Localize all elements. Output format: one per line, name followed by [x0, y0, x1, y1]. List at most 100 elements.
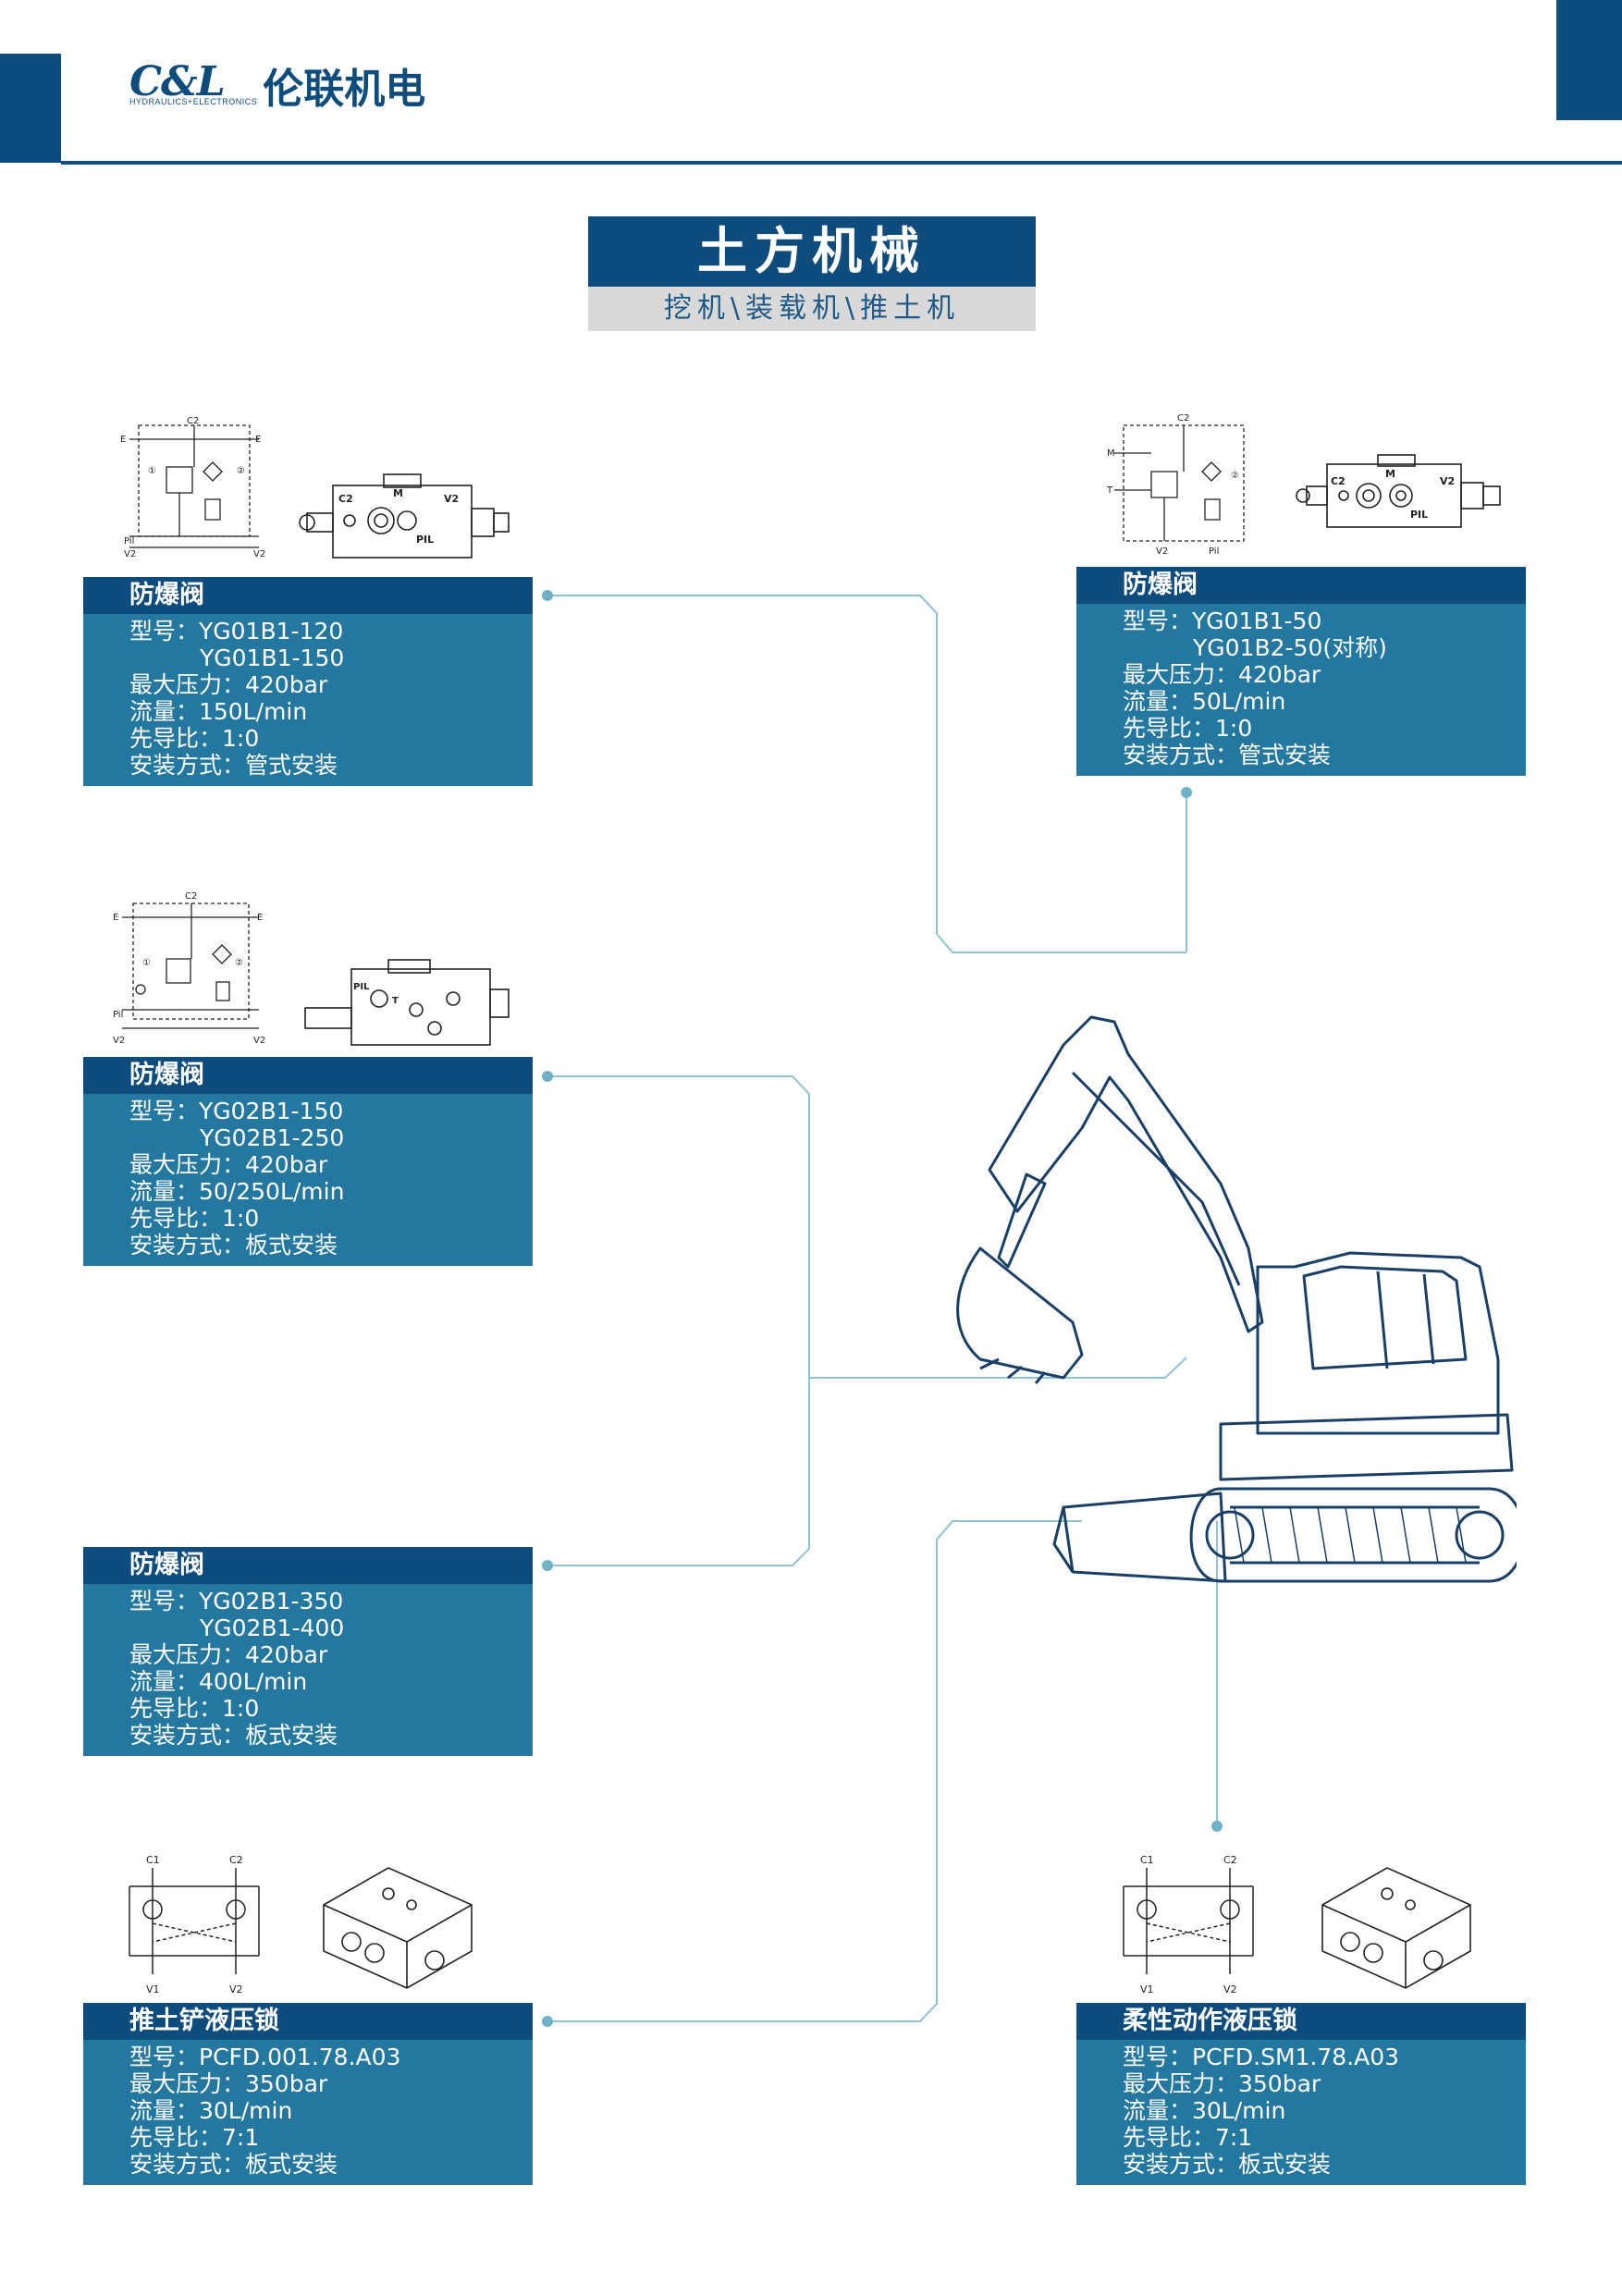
schem6-label-c1: C1 [1140, 1854, 1154, 1866]
page-title: 土方机械 [588, 216, 1036, 287]
schem5-label-c2: C2 [229, 1854, 243, 1866]
header-right-bar [1556, 0, 1622, 120]
connector-line-1 [547, 595, 1186, 953]
header-left-bar [0, 54, 61, 163]
spec-mounting: 安装方式：板式安装 [129, 1232, 338, 1259]
schem3-label-v2: V2 [113, 1036, 125, 1046]
spec-pilot-ratio: 先导比：1:0 [129, 1695, 260, 1722]
schem3-label-e: E [113, 913, 118, 923]
schem2-label-t: T [1106, 485, 1113, 496]
spec-pilot-ratio: 先导比：1:0 [129, 1205, 260, 1232]
schem6-label-v1: V1 [1140, 1983, 1154, 1995]
spec-model-alt: YG02B1-250 [200, 1124, 345, 1151]
card-title: 柔性动作液压锁 [1076, 2003, 1526, 2040]
logo-subtitle: HYDRAULICS+ELECTRONICS [129, 97, 258, 106]
hydraulic-schematic-6: C1 C2 V1 V2 [1114, 1854, 1272, 2002]
spec-model: 型号：PCFD.SM1.78.A03 [1123, 2044, 1400, 2070]
spec-flow: 流量：400L/min [129, 1668, 308, 1695]
label-circle1: ① [148, 466, 156, 476]
spec-pressure: 最大压力：420bar [129, 671, 328, 698]
product-card-2: 防爆阀 型号：YG01B1-50 YG01B2-50(对称) 最大压力：420b… [1076, 567, 1526, 776]
spec-model-alt: YG02B1-400 [200, 1615, 345, 1641]
label-c2: C2 [187, 416, 199, 426]
product-card-6: 柔性动作液压锁 型号：PCFD.SM1.78.A03 最大压力：350bar 流… [1076, 2003, 1526, 2185]
valve1-label-c2: C2 [338, 493, 353, 505]
schem3-label-v2-right: V2 [253, 1036, 265, 1046]
card-title: 防爆阀 [1076, 567, 1526, 604]
card-title: 防爆阀 [83, 1057, 533, 1094]
product-card-3: 防爆阀 型号：YG02B1-150 YG02B1-250 最大压力：420bar… [83, 1057, 533, 1266]
valve2-label-v2: V2 [1440, 475, 1455, 487]
spec-pilot-ratio: 先导比：1:0 [1123, 715, 1253, 742]
valve3-label-pil: PIL [353, 982, 370, 992]
card-title: 推土铲液压锁 [83, 2003, 533, 2040]
valve-photo-5 [314, 1859, 481, 1997]
hydraulic-schematic-1: C2 E E ① ② Pil V2 V2 [120, 416, 268, 564]
label-circle2: ② [237, 466, 245, 476]
spec-pressure: 最大压力：420bar [1123, 661, 1321, 688]
label-pil: Pil [124, 536, 134, 546]
spec-flow: 流量：150L/min [129, 698, 308, 725]
valve2-label-c2: C2 [1331, 475, 1346, 487]
spec-pilot-ratio: 先导比：1:0 [129, 725, 260, 752]
spec-model: 型号：YG02B1-350 [129, 1588, 344, 1615]
spec-mounting: 安装方式：板式安装 [1123, 2151, 1332, 2178]
spec-flow: 流量：50/250L/min [129, 1178, 345, 1205]
spec-pressure: 最大压力：420bar [129, 1641, 328, 1668]
valve1-label-pil: PIL [416, 534, 434, 546]
excavator-illustration [956, 1015, 1517, 1583]
product-card-4: 防爆阀 型号：YG02B1-350 YG02B1-400 最大压力：420bar… [83, 1547, 533, 1756]
product-card-5: 推土铲液压锁 型号：PCFD.001.78.A03 最大压力：350bar 流量… [83, 2003, 533, 2185]
card-specs: 型号：YG01B1-120 YG01B1-150 最大压力：420bar 流量：… [83, 614, 533, 786]
card-specs: 型号：PCFD.001.78.A03 最大压力：350bar 流量：30L/mi… [83, 2040, 533, 2185]
schem5-label-v1: V1 [146, 1983, 160, 1995]
spec-pilot-ratio: 先导比：7:1 [1123, 2124, 1253, 2151]
card-specs: 型号：YG02B1-150 YG02B1-250 最大压力：420bar 流量：… [83, 1094, 533, 1266]
spec-pressure: 最大压力：350bar [1123, 2070, 1321, 2097]
schem3-label-pil: Pil [113, 1010, 123, 1020]
connector-dot-5 [542, 2016, 553, 2027]
valve-photo-6 [1313, 1859, 1480, 1997]
page-subtitle: 挖机\装载机\推土机 [588, 287, 1036, 331]
spec-mounting: 安装方式：管式安装 [129, 752, 338, 779]
label-e-right: E [255, 435, 261, 445]
logo-chinese-name: 伦联机电 [263, 66, 426, 113]
valve1-label-v2: V2 [444, 493, 459, 505]
valve1-label-m: M [393, 487, 403, 499]
card-specs: 型号：YG01B1-50 YG01B2-50(对称) 最大压力：420bar 流… [1076, 604, 1526, 776]
hydraulic-schematic-2: C2 M T ② V2 Pil [1105, 411, 1262, 559]
connector-dot-1 [542, 590, 553, 601]
spec-pressure: 最大压力：420bar [129, 1151, 328, 1178]
connector-line-3 [547, 1075, 1187, 1379]
connector-dot-2 [1181, 787, 1192, 798]
schem2-label-v2: V2 [1156, 546, 1168, 557]
spec-flow: 流量：50L/min [1123, 688, 1286, 715]
connector-dot-4 [542, 1560, 553, 1571]
spec-mounting: 安装方式：板式安装 [129, 1722, 338, 1749]
connector-dot-6 [1211, 1821, 1223, 1832]
product-card-1: 防爆阀 型号：YG01B1-120 YG01B1-150 最大压力：420bar… [83, 577, 533, 786]
schem2-label-m: M [1107, 448, 1115, 459]
spec-flow: 流量：30L/min [129, 2097, 293, 2124]
spec-flow: 流量：30L/min [1123, 2097, 1286, 2124]
label-v2: V2 [124, 549, 136, 559]
schem3-label-e-right: E [257, 913, 263, 923]
spec-pressure: 最大压力：350bar [129, 2070, 328, 2097]
spec-model-alt: YG01B2-50(对称) [1193, 634, 1387, 661]
company-logo: C&L HYDRAULICS+ELECTRONICS 伦联机电 [129, 57, 426, 114]
spec-model: 型号：PCFD.001.78.A03 [129, 2044, 401, 2070]
card-title: 防爆阀 [83, 1547, 533, 1584]
card-specs: 型号：PCFD.SM1.78.A03 最大压力：350bar 流量：30L/mi… [1076, 2040, 1526, 2185]
connector-line-5 [547, 1520, 1082, 2022]
schem6-label-v2: V2 [1223, 1983, 1237, 1995]
schem6-label-c2: C2 [1223, 1854, 1237, 1866]
schem2-label-pil: Pil [1209, 546, 1219, 557]
card-title: 防爆阀 [83, 577, 533, 614]
schem2-label-circle2: ② [1231, 471, 1239, 481]
label-v2-right: V2 [253, 549, 265, 559]
schem2-label-c2: C2 [1177, 413, 1189, 424]
label-e: E [120, 435, 126, 445]
hydraulic-schematic-5: C1 C2 V1 V2 [120, 1854, 277, 2002]
schem3-label-circle1: ① [142, 958, 151, 968]
